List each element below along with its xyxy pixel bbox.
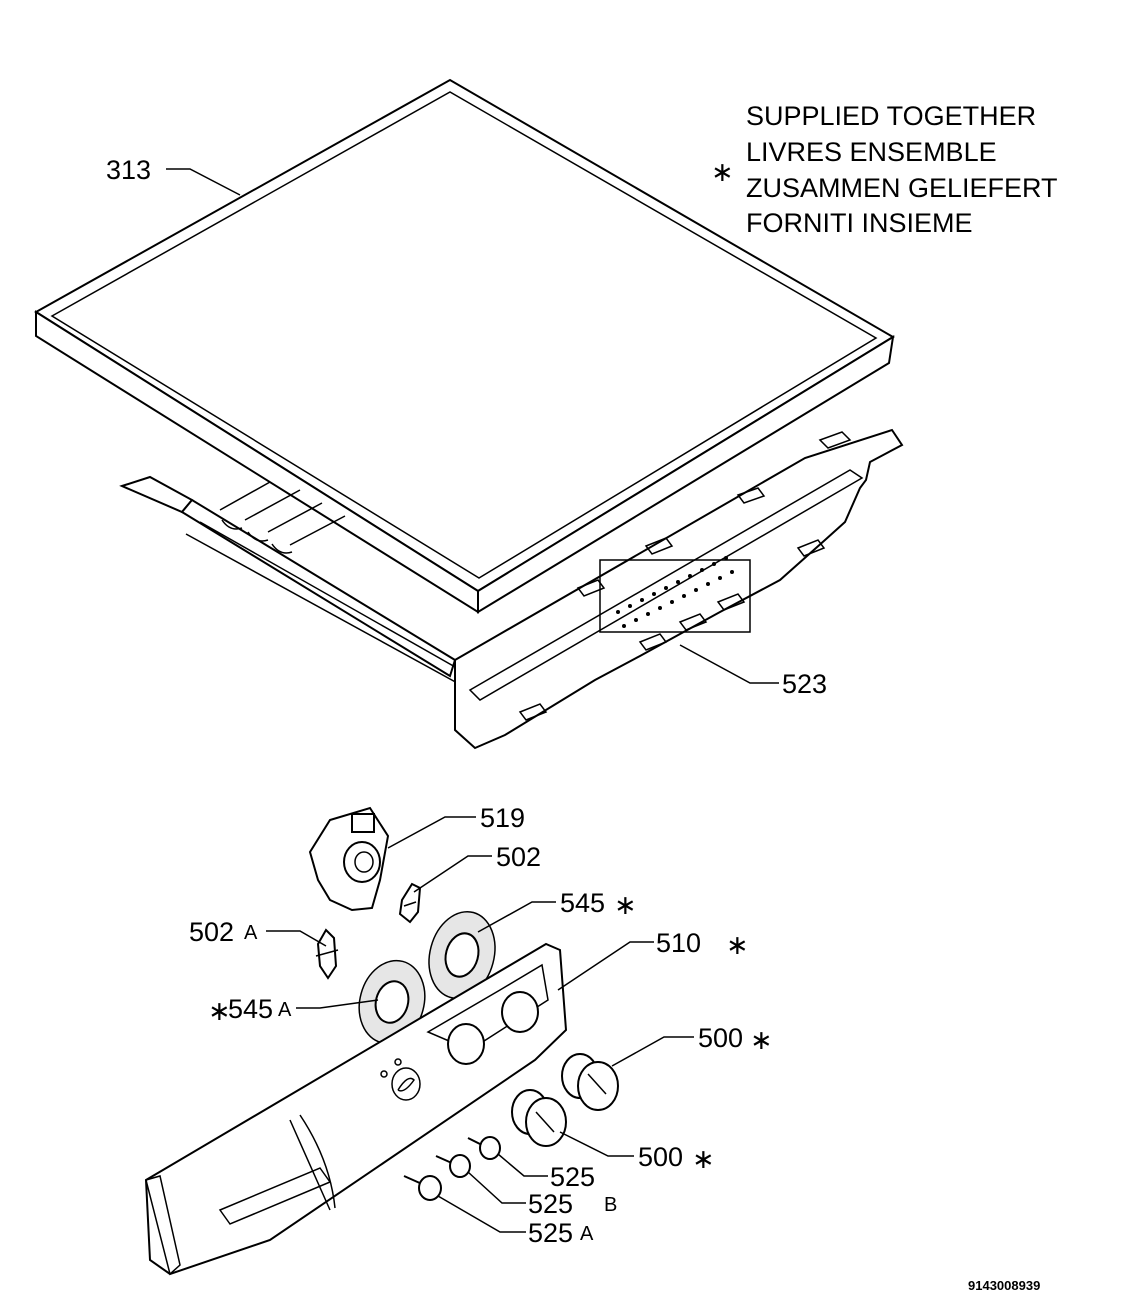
knob-500-top bbox=[561, 1053, 619, 1111]
bracket-519 bbox=[308, 806, 390, 912]
label-510: 510 bbox=[656, 928, 701, 958]
worktop-313 bbox=[34, 78, 895, 614]
label-545: 545 bbox=[560, 888, 605, 918]
label-525b-number: 525 bbox=[528, 1189, 573, 1219]
knob-500-bottom bbox=[511, 1089, 567, 1147]
frame-523 bbox=[119, 428, 904, 750]
note-line-4: FORNITI INSIEME bbox=[746, 208, 973, 238]
label-510-star: ∗ bbox=[726, 930, 749, 960]
label-525b-suffix: B bbox=[604, 1194, 617, 1216]
button-525a bbox=[403, 1175, 442, 1201]
label-500-bottom: 500 bbox=[638, 1142, 683, 1172]
clip-502a bbox=[315, 928, 339, 980]
label-525a-number: 525 bbox=[528, 1218, 573, 1248]
label-500-top: 500 bbox=[698, 1023, 743, 1053]
label-502: 502 bbox=[496, 842, 541, 872]
control-panel-510 bbox=[144, 942, 568, 1276]
label-545-star: ∗ bbox=[614, 890, 637, 920]
label-519: 519 bbox=[480, 803, 525, 833]
label-545a-suffix: A bbox=[278, 999, 292, 1021]
label-500-top-star: ∗ bbox=[750, 1025, 773, 1055]
label-545a-number: 545 bbox=[228, 994, 273, 1024]
label-525a-suffix: A bbox=[580, 1223, 594, 1245]
label-525: 525 bbox=[550, 1162, 595, 1192]
label-545a-star: ∗ bbox=[208, 996, 231, 1026]
label-313: 313 bbox=[106, 155, 151, 185]
note-line-2: LIVRES ENSEMBLE bbox=[746, 137, 997, 167]
button-525 bbox=[467, 1136, 501, 1160]
disc-545 bbox=[428, 910, 496, 1000]
label-502a-suffix: A bbox=[244, 922, 258, 944]
label-523: 523 bbox=[782, 669, 827, 699]
button-525b bbox=[435, 1154, 471, 1178]
note-line-3: ZUSAMMEN GELIEFERT bbox=[746, 173, 1058, 203]
note-line-1: SUPPLIED TOGETHER bbox=[746, 101, 1036, 131]
note-asterisk: ∗ bbox=[711, 157, 734, 187]
label-502a-number: 502 bbox=[189, 917, 234, 947]
clip-502 bbox=[398, 882, 422, 924]
document-number: 9143008939 bbox=[968, 1278, 1040, 1293]
leader-lines bbox=[166, 168, 779, 1233]
label-500-bottom-star: ∗ bbox=[692, 1144, 715, 1174]
